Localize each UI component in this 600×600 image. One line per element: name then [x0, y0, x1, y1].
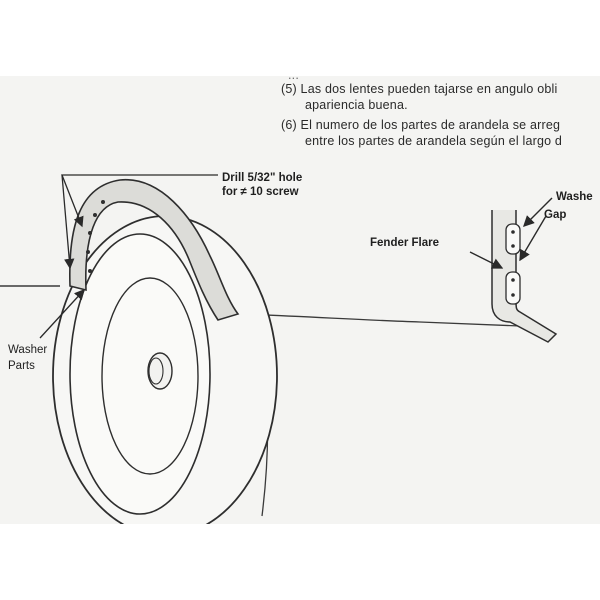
washer-label: Washe	[556, 191, 593, 203]
detail-washer-upper	[505, 223, 521, 255]
car-body-rear-line	[237, 313, 521, 327]
fender-wheel-illustration	[0, 174, 558, 524]
wheel-hub-cap	[148, 357, 164, 385]
instruction-5-line-2: apariencia buena.	[305, 98, 408, 112]
detail-washer-lower	[505, 271, 521, 305]
detail-flare-section	[491, 210, 558, 343]
gap-label: Gap	[544, 209, 567, 221]
instruction-sheet: ... (5) Las dos lentes pueden tajarse en…	[0, 76, 600, 524]
washer-dots	[86, 200, 105, 273]
tire-face	[69, 233, 211, 515]
washer-parts-label-line-1: Washer	[8, 344, 48, 356]
fender-flare	[68, 179, 240, 321]
wheel-hub	[147, 352, 173, 390]
instruction-5-line-1: (5) Las dos lentes pueden tajarse en ang…	[281, 82, 558, 96]
drill-label-line-2: for ≠ 10 screw	[222, 186, 299, 198]
wheel-rim	[101, 277, 199, 475]
instruction-6-line-2: entre los partes de arandela según el la…	[305, 134, 563, 148]
cut-off-text-line: ...	[288, 76, 299, 82]
drill-label-line-1: Drill 5/32" hole	[222, 172, 303, 184]
fender-flare-label: Fender Flare	[370, 237, 440, 249]
washer-parts-label-line-2: Parts	[8, 360, 35, 372]
instruction-6-line-1: (6) El numero de los partes de arandela …	[281, 118, 561, 132]
